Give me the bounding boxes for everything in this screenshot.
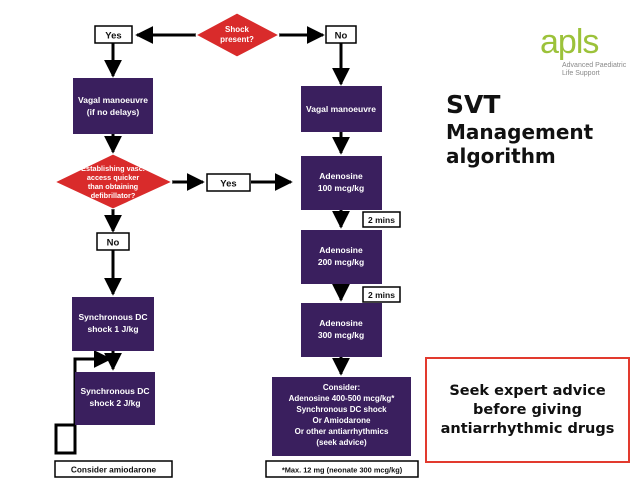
box-consider: Consider: Adenosine 400-500 mcg/kg* Sync… [272, 377, 411, 456]
box-dc-shock-2: Synchronous DC shock 2 J/kg [75, 372, 155, 425]
svg-text:*Max. 12 mg (neonate 300 mcg/k: *Max. 12 mg (neonate 300 mcg/kg) [282, 466, 403, 475]
svg-text:Synchronous DC: Synchronous DC [79, 312, 148, 322]
svg-text:Yes: Yes [220, 179, 236, 190]
max-dose-note: *Max. 12 mg (neonate 300 mcg/kg) [265, 460, 419, 478]
box-dc-shock-1: Synchronous DC shock 1 J/kg [72, 297, 154, 351]
svg-text:Yes: Yes [105, 31, 121, 42]
svg-text:Adenosine 400-500 mcg/kg*: Adenosine 400-500 mcg/kg* [289, 394, 396, 403]
svg-text:present?: present? [220, 35, 254, 44]
arrow-loop-dc2 [54, 350, 112, 455]
svg-text:No: No [107, 238, 120, 249]
svg-text:2 mins: 2 mins [368, 215, 395, 225]
box-vagal-manoeuvre-right: Vagal manoeuvre [301, 86, 382, 132]
apls-tagline: Advanced Paediatric Life Support [562, 62, 627, 77]
consider-amiodarone-label: Consider amiodarone [54, 460, 173, 478]
box-vagal-manoeuvre-left: Vagal manoeuvre (if no delays) [73, 78, 153, 134]
svg-text:Or other antiarrhythmics: Or other antiarrhythmics [295, 427, 389, 436]
apls-wordmark: apls [540, 23, 599, 61]
title-algorithm: algorithm [446, 144, 556, 168]
box-adenosine-200: Adenosine 200 mcg/kg [301, 230, 382, 284]
svg-text:No: No [335, 31, 348, 42]
svg-text:200 mcg/kg: 200 mcg/kg [318, 257, 364, 267]
svg-text:shock 1 J/kg: shock 1 J/kg [87, 324, 138, 334]
svg-text:Vagal manoeuvre: Vagal manoeuvre [78, 95, 148, 105]
svg-text:access quicker: access quicker [87, 173, 139, 182]
svg-text:Synchronous DC: Synchronous DC [81, 386, 150, 396]
svg-text:Adenosine: Adenosine [319, 245, 363, 255]
yes-label-mid: Yes [206, 173, 251, 192]
svg-text:100 mcg/kg: 100 mcg/kg [318, 183, 364, 193]
decision-shock-present: Shock present? [194, 12, 281, 58]
svg-text:Or Amiodarone: Or Amiodarone [313, 416, 371, 425]
title-management: Management [446, 120, 594, 144]
svg-text:(if no delays): (if no delays) [87, 107, 140, 117]
box-adenosine-100: Adenosine 100 mcg/kg [301, 156, 382, 210]
two-mins-label-2: 2 mins [362, 286, 401, 303]
no-label-mid: No [96, 232, 130, 251]
decision-vasc-access: Establishing vasc. access quicker than o… [53, 153, 174, 210]
svg-text:than obtaining: than obtaining [88, 182, 138, 191]
svg-text:Adenosine: Adenosine [319, 171, 363, 181]
svg-text:2 mins: 2 mins [368, 290, 395, 300]
expert-advice-box: Seek expert advice before giving antiarr… [425, 357, 630, 463]
svg-text:Vagal manoeuvre: Vagal manoeuvre [306, 104, 376, 114]
no-label-top: No [325, 25, 357, 44]
apls-logo: apls Advanced Paediatric Life Support [540, 23, 630, 88]
box-adenosine-300: Adenosine 300 mcg/kg [301, 303, 382, 357]
svg-text:Adenosine: Adenosine [319, 318, 363, 328]
svg-text:Shock: Shock [225, 25, 250, 34]
svg-text:(seek advice): (seek advice) [316, 438, 367, 447]
svg-text:300 mcg/kg: 300 mcg/kg [318, 330, 364, 340]
title-svt: SVT [446, 90, 501, 119]
connectors [54, 26, 350, 455]
slide-title: SVT Management algorithm [446, 90, 626, 168]
svg-text:Establishing vasc.: Establishing vasc. [81, 164, 145, 173]
expert-advice-text: Seek expert advice before giving antiarr… [440, 382, 615, 437]
svg-text:defibrillator?: defibrillator? [91, 191, 136, 200]
yes-label-top: Yes [94, 25, 133, 44]
svg-text:Consider amiodarone: Consider amiodarone [71, 465, 157, 475]
svg-text:shock 2 J/kg: shock 2 J/kg [89, 398, 140, 408]
svg-text:Consider:: Consider: [323, 383, 360, 392]
two-mins-label-1: 2 mins [362, 211, 401, 228]
svg-text:Synchronous DC shock: Synchronous DC shock [296, 405, 387, 414]
